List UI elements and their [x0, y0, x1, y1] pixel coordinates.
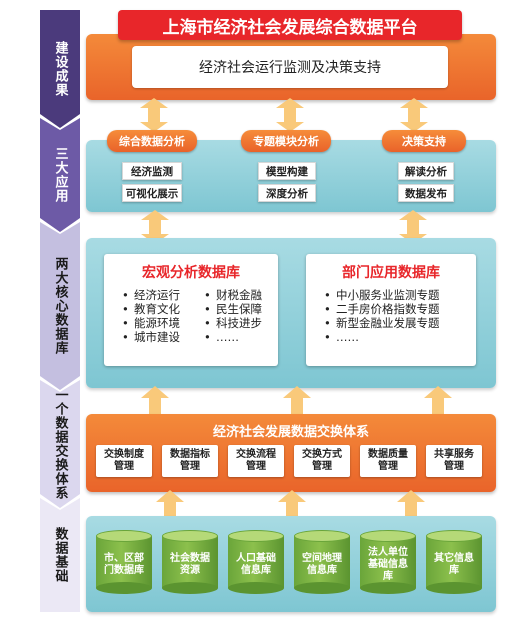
list-item: 科技进步	[204, 316, 262, 330]
exchange-item: 交换流程 管理	[228, 445, 284, 477]
arrow-up-down	[276, 98, 304, 132]
department-application-database: 部门应用数据库 中小服务业监测专题 二手房价格指数专题 新型金融业发展专题 ……	[306, 254, 476, 366]
cylinder-label: 空间地理 信息库	[302, 553, 342, 576]
app-item: 深度分析	[258, 184, 316, 202]
database-cylinder: 法人单位 基础信息 库	[360, 530, 416, 594]
database-list-col1: 中小服务业监测专题 二手房价格指数专题 新型金融业发展专题 ……	[324, 288, 440, 344]
database-cylinder: 市、区部 门数据库	[96, 530, 152, 594]
sidebar-chevron-core-databases: 两大核心数据库	[40, 222, 80, 390]
cylinder-label: 法人单位 基础信息 库	[368, 547, 408, 582]
exchange-item: 数据指标 管理	[162, 445, 218, 477]
arrow-up	[397, 490, 425, 518]
arrow-up-down	[141, 210, 169, 244]
database-list-col1: 经济运行 教育文化 能源环境 城市建设	[122, 288, 180, 344]
list-item: 民生保障	[204, 302, 262, 316]
arrow-up-down	[140, 98, 168, 132]
exchange-item: 数据质量 管理	[360, 445, 416, 477]
sidebar-chevron-exchange: 一个数据交换体系	[40, 380, 80, 508]
database-cylinder: 人口基础 信息库	[228, 530, 284, 594]
database-cylinder: 空间地理 信息库	[294, 530, 350, 594]
monitoring-decision-box: 经济社会运行监测及决策支持	[132, 46, 448, 88]
database-cylinder: 社会数据 资源	[162, 530, 218, 594]
arrow-up	[141, 386, 169, 416]
app-item: 模型构建	[258, 162, 316, 180]
app-item: 解读分析	[398, 162, 454, 180]
sidebar-label: 数据基础	[52, 527, 68, 583]
cylinder-label: 市、区部 门数据库	[104, 553, 144, 576]
macro-analysis-database: 宏观分析数据库 经济运行 教育文化 能源环境 城市建设 财税金融 民生保障 科技…	[104, 254, 278, 366]
list-item: 财税金融	[204, 288, 262, 302]
arrow-up	[278, 490, 306, 518]
arrow-up	[283, 386, 311, 416]
sidebar-label: 两大核心数据库	[52, 257, 68, 355]
cylinder-label: 其它信息 库	[434, 553, 474, 576]
database-list-col2: 财税金融 民生保障 科技进步 ……	[204, 288, 262, 344]
sidebar-label: 建设成果	[52, 41, 68, 97]
sidebar-label: 三大应用	[52, 147, 68, 203]
list-item: 新型金融业发展专题	[324, 316, 440, 330]
app-topic-module-analysis: 专题模块分析	[241, 130, 331, 152]
list-item: 二手房价格指数专题	[324, 302, 440, 316]
app-item: 可视化展示	[122, 184, 182, 202]
arrow-up	[156, 490, 184, 518]
arrow-up	[424, 386, 452, 416]
app-item: 数据发布	[398, 184, 454, 202]
exchange-item: 交换制度 管理	[96, 445, 152, 477]
app-item: 经济监测	[122, 162, 182, 180]
list-item: 教育文化	[122, 302, 180, 316]
list-item: 能源环境	[122, 316, 180, 330]
page-title: 上海市经济社会发展综合数据平台	[118, 10, 462, 40]
arrow-up-down	[400, 98, 428, 132]
exchange-item: 交换方式 管理	[294, 445, 350, 477]
app-decision-support: 决策支持	[382, 130, 466, 152]
arrow-up-down	[399, 210, 427, 244]
database-title: 宏观分析数据库	[142, 265, 240, 281]
cylinder-label: 社会数据 资源	[170, 553, 210, 576]
exchange-title: 经济社会发展数据交换体系	[212, 425, 369, 440]
sidebar-chevron-applications: 三大应用	[40, 118, 80, 232]
sidebar-label: 一个数据交换体系	[52, 388, 68, 500]
list-item: 城市建设	[122, 330, 180, 344]
database-cylinder: 其它信息 库	[426, 530, 482, 594]
list-item: 经济运行	[122, 288, 180, 302]
database-title: 部门应用数据库	[342, 265, 440, 281]
list-item: 中小服务业监测专题	[324, 288, 440, 302]
cylinder-label: 人口基础 信息库	[236, 553, 276, 576]
exchange-item: 共享服务 管理	[426, 445, 482, 477]
app-comprehensive-analysis: 综合数据分析	[107, 130, 197, 152]
list-item: ……	[324, 330, 440, 344]
sidebar-chevron-achievements: 建设成果	[40, 10, 80, 128]
list-item: ……	[204, 330, 262, 344]
sidebar-chevron-foundation: 数据基础	[40, 498, 80, 612]
